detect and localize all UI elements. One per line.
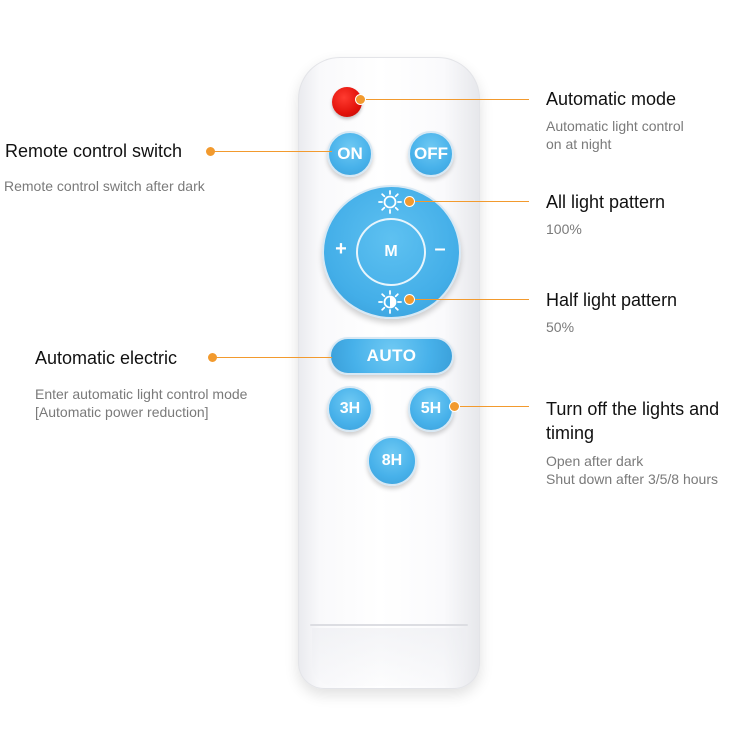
callout-dot-half-light bbox=[404, 294, 415, 305]
remote-switch-desc: Remote control switch after dark bbox=[4, 178, 205, 194]
auto-electric-title: Automatic electric bbox=[35, 348, 178, 368]
timing-title-1: Turn off the lights and bbox=[546, 399, 720, 419]
mode-button[interactable]: M bbox=[384, 243, 398, 260]
auto-button[interactable]: AUTO bbox=[329, 337, 454, 375]
callout-line-all-light bbox=[410, 201, 529, 202]
timer-8h-button[interactable]: 8H bbox=[367, 436, 417, 486]
automatic-mode-title: Automatic mode bbox=[546, 89, 677, 109]
callout-line-timing bbox=[455, 406, 529, 407]
callout-line-half-light bbox=[410, 299, 529, 300]
brightness-minus-button[interactable]: – bbox=[434, 238, 446, 260]
timing-desc-2: Shut down after 3/5/8 hours bbox=[546, 471, 718, 487]
auto-electric-desc-2: [Automatic power reduction] bbox=[35, 404, 209, 420]
timing-desc-1: Open after dark bbox=[546, 453, 644, 469]
half-sun-icon[interactable] bbox=[377, 289, 403, 315]
remote-bottom-cap bbox=[312, 628, 466, 686]
callout-line-remote-switch bbox=[212, 151, 332, 152]
half-light-title: Half light pattern bbox=[546, 290, 678, 310]
callout-dot-automatic-mode bbox=[355, 94, 366, 105]
timer-3h-button[interactable]: 3H bbox=[327, 386, 373, 432]
callout-dot-timing bbox=[449, 401, 460, 412]
timing-title-2: timing bbox=[546, 423, 595, 443]
off-button[interactable]: OFF bbox=[408, 131, 454, 177]
automatic-mode-desc-1: Automatic light control bbox=[546, 118, 684, 134]
callout-line-auto-electric bbox=[214, 357, 332, 358]
timer-5h-button[interactable]: 5H bbox=[408, 386, 454, 432]
callout-line-automatic-mode bbox=[361, 99, 529, 100]
mode-pad-center-ring bbox=[356, 218, 426, 286]
sun-icon[interactable] bbox=[377, 189, 403, 215]
all-light-desc: 100% bbox=[546, 221, 582, 237]
remote-seam bbox=[310, 624, 468, 626]
all-light-title: All light pattern bbox=[546, 192, 666, 212]
auto-electric-desc-1: Enter automatic light control mode bbox=[35, 386, 248, 402]
half-light-desc: 50% bbox=[546, 319, 575, 335]
on-button[interactable]: ON bbox=[327, 131, 373, 177]
automatic-mode-desc-2: on at night bbox=[546, 136, 612, 152]
callout-dot-all-light bbox=[404, 196, 415, 207]
remote-switch-title: Remote control switch bbox=[5, 141, 183, 161]
brightness-plus-button[interactable]: + bbox=[335, 238, 347, 260]
